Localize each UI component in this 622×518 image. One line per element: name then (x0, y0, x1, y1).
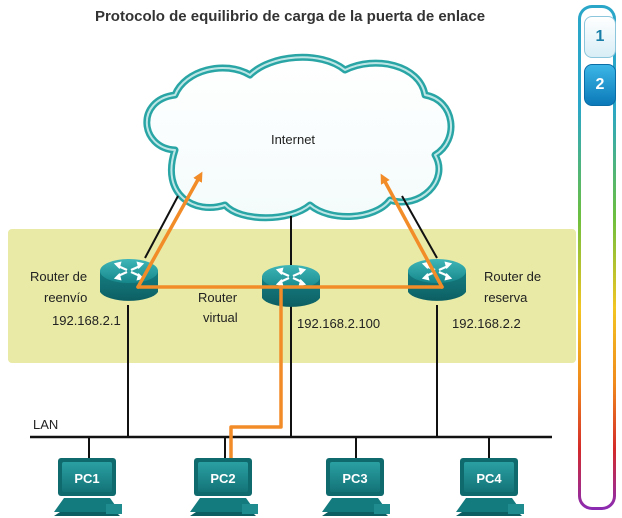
router-virtual-name-1: Router (198, 290, 238, 305)
router-standby-name-1: Router de (484, 269, 541, 284)
traffic-path (136, 171, 444, 472)
pc-label: PC2 (210, 471, 235, 486)
slide-nav: 1 2 (578, 5, 616, 510)
lan-label: LAN (33, 417, 58, 432)
router-standby-name-2: reserva (484, 290, 528, 305)
pc-label: PC1 (74, 471, 99, 486)
pc-label: PC3 (342, 471, 367, 486)
router-forwarding-name-2: reenvío (44, 290, 87, 305)
cloud-label: Internet (271, 132, 315, 147)
router-virtual-ip: 192.168.2.100 (297, 316, 380, 331)
router-standby-ip: 192.168.2.2 (452, 316, 521, 331)
nav-button-2[interactable]: 2 (584, 64, 616, 106)
pc-icon[interactable]: PC1 (54, 458, 122, 516)
pc-icon[interactable]: PC4 (456, 458, 524, 516)
nav-button-1[interactable]: 1 (584, 16, 616, 58)
router-virtual-name-2: virtual (203, 310, 238, 325)
pc-label: PC4 (476, 471, 502, 486)
link-standby-internet (401, 195, 438, 259)
pc-icon[interactable]: PC2 (190, 458, 258, 516)
link-forwarding-internet (144, 195, 179, 259)
router-forwarding-name-1: Router de (30, 269, 87, 284)
diagram-title: Protocolo de equilibrio de carga de la p… (94, 8, 486, 25)
pc-icon[interactable]: PC3 (322, 458, 390, 516)
router-forwarding-ip: 192.168.2.1 (52, 313, 121, 328)
cloud-icon (143, 53, 455, 222)
router-icon[interactable] (262, 265, 320, 307)
